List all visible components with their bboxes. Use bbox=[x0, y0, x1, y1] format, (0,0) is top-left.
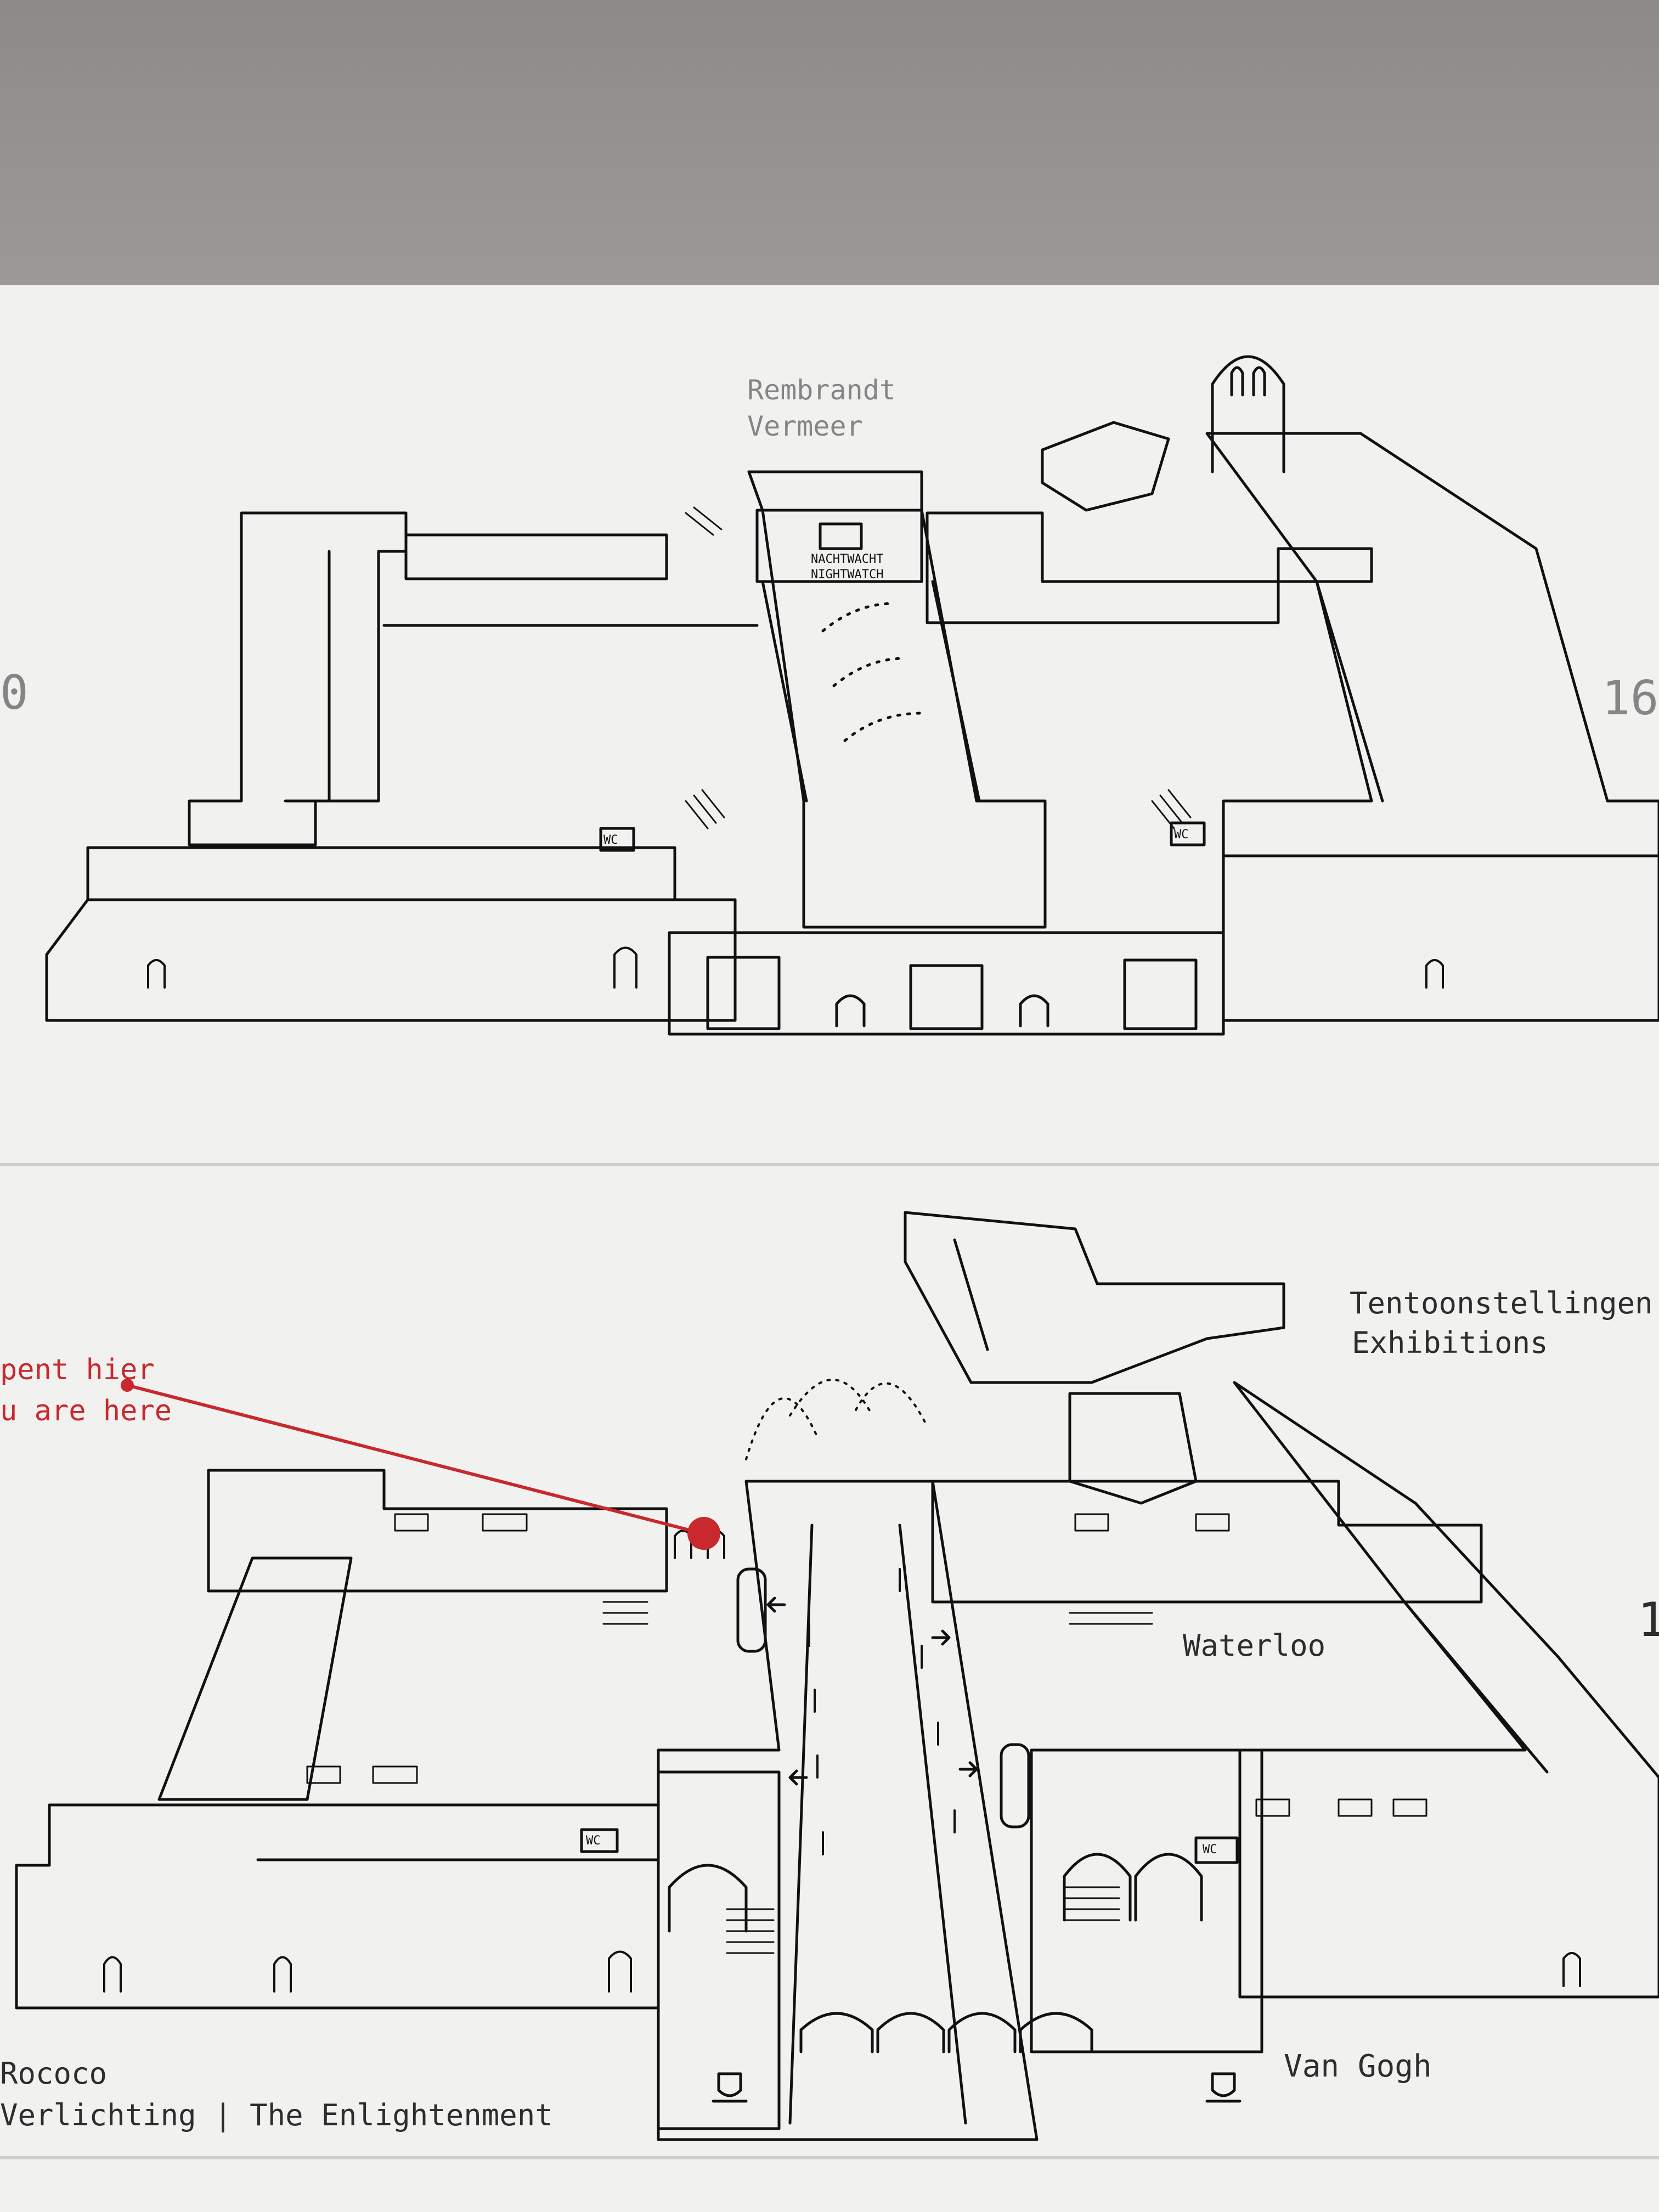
floor-plan-board bbox=[0, 285, 1659, 2212]
exhibitions-label-line1: Tentoonstellingen bbox=[1350, 1286, 1653, 1321]
lower-top-left-gallery bbox=[207, 1469, 668, 1593]
you-are-here-leader-line bbox=[126, 1384, 704, 1535]
upper-bottom-left-wing bbox=[45, 846, 737, 1022]
upper-doorways bbox=[147, 946, 1444, 989]
lower-left-wing bbox=[157, 1556, 353, 1801]
direction-arrow-left-2 bbox=[788, 1769, 808, 1786]
upper-wc-left-label: WC bbox=[603, 833, 618, 847]
upper-front-facade bbox=[668, 931, 1225, 1036]
lower-floor-plan bbox=[15, 1211, 1659, 2141]
lower-bottom-left-wing bbox=[15, 1803, 660, 2010]
nightwatch-label-line1: NACHTWACHT bbox=[811, 552, 884, 566]
facade-door-left bbox=[835, 994, 866, 1028]
floor-divider bbox=[0, 1163, 1659, 1166]
upper-gallery-label-line2: Vermeer bbox=[747, 410, 863, 442]
tower-windows bbox=[1230, 366, 1266, 397]
lower-top-right-gallery bbox=[931, 1480, 1483, 1604]
upper-right-wing-inner bbox=[1315, 580, 1384, 803]
passage-dotted-arches bbox=[745, 1379, 928, 1460]
board-bottom-rule bbox=[0, 2156, 1659, 2159]
you-are-here-label-line1: pent hier bbox=[0, 1353, 155, 1386]
upper-stairs bbox=[685, 506, 1192, 830]
lower-right-wing bbox=[1233, 1381, 1659, 1999]
lower-front-left-block bbox=[657, 1770, 781, 2130]
facade-window-centre bbox=[909, 964, 984, 1030]
cafe-cup-icon-right bbox=[1205, 2072, 1242, 2103]
upper-wc-left bbox=[599, 827, 635, 852]
lower-right-edge-number: 1 bbox=[1638, 1593, 1659, 1647]
cafe-cup-icon-left bbox=[712, 2072, 748, 2103]
front-right-arch-1 bbox=[1063, 1853, 1132, 1922]
direction-arrow-left-1 bbox=[766, 1596, 786, 1613]
exhibitions-label-line2: Exhibitions bbox=[1352, 1325, 1548, 1360]
upper-top-left-gallery bbox=[404, 533, 668, 580]
lower-wc-left bbox=[580, 1828, 619, 1853]
lower-exhibitions-block bbox=[904, 1211, 1285, 1384]
upper-right-wing bbox=[1205, 432, 1659, 1022]
upper-top-right-gallery bbox=[926, 511, 1373, 624]
lower-window-rows bbox=[306, 1513, 1427, 1817]
passage-front-arcade bbox=[799, 2012, 1093, 2053]
you-are-here-line-dot bbox=[121, 1379, 134, 1392]
cylinder-right bbox=[1000, 1743, 1030, 1829]
lower-stairs bbox=[602, 1601, 1153, 1954]
you-are-here-label-line2: u are here bbox=[0, 1395, 172, 1427]
facade-door-right bbox=[1019, 994, 1049, 1028]
lower-atrium-block bbox=[1068, 1392, 1198, 1505]
upper-honour-right-wall bbox=[931, 580, 981, 803]
cylinder-left bbox=[736, 1567, 767, 1653]
upper-honour-left-wall bbox=[761, 580, 808, 803]
upper-gallery-label-line1: Rembrandt bbox=[747, 374, 896, 406]
upper-left-edge-number: 0 bbox=[0, 665, 29, 720]
passage-columns bbox=[808, 1568, 956, 1855]
enlightenment-label: Verlichting | The Enlightenment bbox=[0, 2098, 553, 2132]
lower-wc-left-label: WC bbox=[586, 1834, 601, 1848]
nightwatch-label-line2: NIGHTWATCH bbox=[811, 568, 884, 582]
lower-doorways bbox=[103, 1530, 1581, 1993]
lower-wc-right bbox=[1194, 1836, 1239, 1864]
direction-arrow-right-2 bbox=[958, 1761, 978, 1778]
upper-visitor-route bbox=[821, 602, 923, 742]
front-right-arch-2 bbox=[1134, 1853, 1203, 1922]
upper-left-wing bbox=[188, 511, 408, 847]
rococo-label: Rococo bbox=[0, 2056, 108, 2091]
front-left-arch bbox=[668, 1864, 748, 1933]
upper-floor-plan bbox=[45, 355, 1659, 1036]
upper-tower bbox=[1211, 355, 1285, 473]
facade-window-right bbox=[1123, 958, 1198, 1030]
upper-atrium-block bbox=[1041, 421, 1170, 512]
lower-central-passage bbox=[657, 1480, 1039, 2141]
upper-right-edge-number: 16 bbox=[1602, 671, 1659, 726]
nightwatch-painting-icon bbox=[819, 522, 863, 550]
upper-left-wing-inner-wall bbox=[284, 550, 331, 803]
upper-wc-right-label: WC bbox=[1174, 828, 1189, 842]
lower-front-right-block bbox=[1030, 1748, 1263, 2053]
you-are-here-marker bbox=[687, 1517, 720, 1550]
background-wall bbox=[0, 0, 1659, 285]
exhibitions-inner-walls bbox=[953, 1238, 989, 1351]
lower-right-wing-inner bbox=[1403, 1600, 1549, 1774]
facade-window-left bbox=[706, 956, 781, 1030]
upper-gallery-of-honour bbox=[747, 470, 1047, 929]
upper-wc-right bbox=[1170, 821, 1206, 847]
waterloo-label: Waterloo bbox=[1183, 1628, 1326, 1663]
direction-arrow-right-1 bbox=[931, 1629, 951, 1646]
upper-nightwatch-room bbox=[755, 509, 923, 583]
van-gogh-label: Van Gogh bbox=[1284, 2049, 1432, 2084]
lower-wc-right-label: WC bbox=[1203, 1843, 1217, 1857]
